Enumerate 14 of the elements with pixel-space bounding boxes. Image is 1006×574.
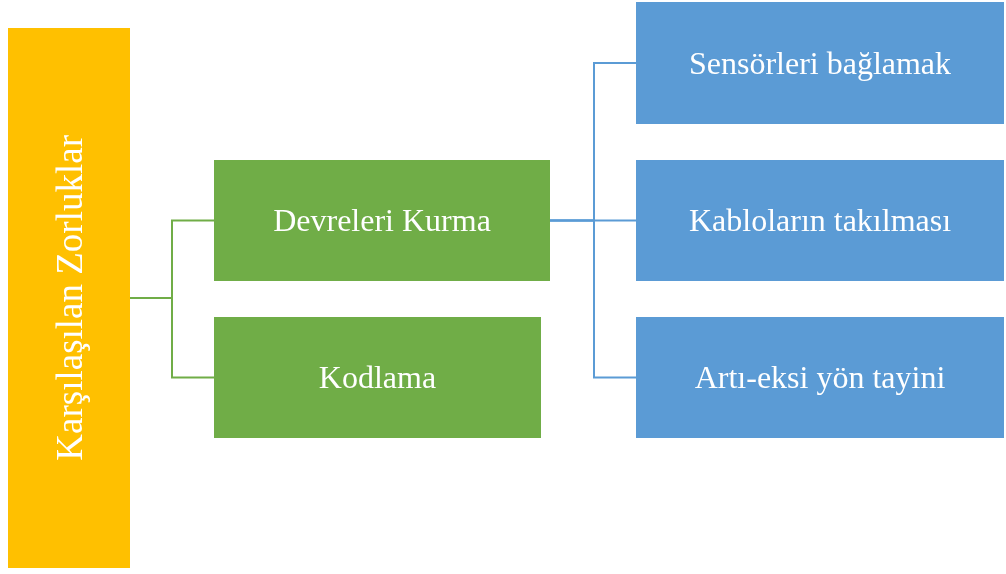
item-label: Devreleri Kurma [273, 202, 491, 239]
item-box [636, 160, 1004, 281]
item-label: Kodlama [318, 359, 437, 396]
category-label: Karşılaşılan Zorluklar [47, 135, 91, 461]
item-box [636, 317, 1004, 438]
category-box [8, 28, 130, 568]
connector-line [129, 297, 215, 379]
subcategory-box [214, 160, 550, 281]
item-box [636, 2, 1004, 124]
connector-line [549, 219, 637, 379]
item-label: Artı-eksi yön tayini [694, 359, 946, 396]
item-label: Sensörleri bağlamak [688, 44, 952, 82]
subcategory-box [214, 317, 541, 438]
item-label: Kabloların takılması [688, 202, 952, 239]
